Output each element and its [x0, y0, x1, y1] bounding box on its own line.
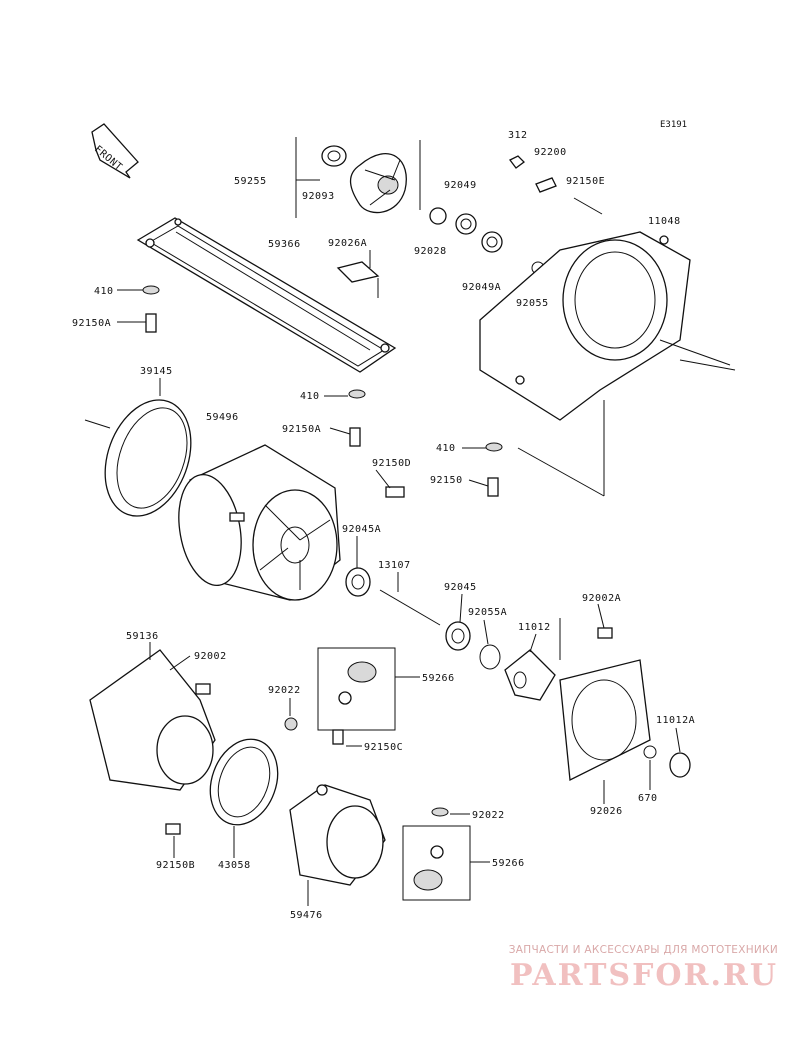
part-label: 92022 — [268, 685, 301, 696]
bolt-92150A-b — [349, 427, 361, 447]
pump-body-59496 — [178, 444, 341, 601]
part-label: 11012 — [518, 622, 551, 633]
bracket-59366 — [136, 217, 397, 373]
ring-39145 — [84, 399, 192, 517]
cap-11012A — [669, 752, 691, 778]
part-label: 92150A — [72, 318, 111, 329]
cap-11012 — [504, 649, 556, 701]
part-label: 59136 — [126, 631, 159, 642]
washer-410-c — [485, 442, 503, 452]
ball-joint-59266-b — [402, 807, 471, 901]
part-label: 59496 — [206, 412, 239, 423]
washer-92022-b — [431, 807, 449, 817]
part-label: 92093 — [302, 191, 335, 202]
bolt-92150C — [332, 729, 344, 745]
part-label: 92002 — [194, 651, 227, 662]
nut-312 — [509, 155, 525, 169]
washer-410-b — [348, 389, 366, 399]
part-label: 92200 — [534, 147, 567, 158]
bearing-92045A — [345, 567, 371, 597]
part-label: 92028 — [414, 246, 447, 257]
part-label: 92150D — [372, 458, 411, 469]
part-label: 43058 — [218, 860, 251, 871]
watermark-tagline: ЗАПЧАСТИ И АКСЕССУАРЫ ДЛЯ МОТОТЕХНИКИ — [508, 944, 778, 956]
part-label: 11012A — [656, 715, 695, 726]
part-label: 92150B — [156, 860, 195, 871]
part-label: 92002A — [582, 593, 621, 604]
part-label: 92026A — [328, 238, 367, 249]
part-label: 92022 — [472, 810, 505, 821]
part-label: 92150 — [430, 475, 463, 486]
part-label: 92049A — [462, 282, 501, 293]
part-label: 670 — [638, 793, 658, 804]
part-label: 92049 — [444, 180, 477, 191]
ball-joint-59266-a — [284, 647, 396, 745]
washer-92049-b — [481, 231, 503, 253]
diagram-code: E3191 — [660, 120, 688, 130]
impeller-group — [295, 137, 421, 218]
part-label: 92055A — [468, 607, 507, 618]
bolt-92002A — [597, 627, 613, 639]
part-label: 92150C — [364, 742, 403, 753]
o-ring-670 — [643, 745, 657, 759]
part-label: 92026 — [590, 806, 623, 817]
part-label: 92150A — [282, 424, 321, 435]
part-label: 92045 — [444, 582, 477, 593]
part-label: 312 — [508, 130, 528, 141]
front-arrow-icon: FRONT — [91, 123, 139, 179]
housing-11048 — [479, 231, 736, 421]
bolt-92150A-a — [145, 313, 157, 333]
part-label: 92055 — [516, 298, 549, 309]
plate-92200 — [535, 177, 557, 193]
part-label: 92045A — [342, 524, 381, 535]
part-label: 59366 — [268, 239, 301, 250]
part-label: 410 — [436, 443, 456, 454]
part-label: 59266 — [492, 858, 525, 869]
plate-92026A — [336, 261, 380, 283]
part-label: 59255 — [234, 176, 267, 187]
part-label: 39145 — [140, 366, 173, 377]
part-label: 92150E — [566, 176, 605, 187]
bushing-92028 — [429, 207, 447, 225]
bearing-92045 — [445, 621, 471, 651]
cover-92026 — [559, 659, 651, 782]
part-label: 410 — [94, 286, 114, 297]
part-label: 59476 — [290, 910, 323, 921]
bolt-92002 — [195, 683, 211, 695]
o-ring-92055A — [479, 644, 501, 670]
bolt-92150D — [385, 486, 405, 498]
reverse-bucket-59136 — [89, 649, 216, 791]
part-label: 59266 — [422, 673, 455, 684]
watermark-logo: PARTSFOR.RU — [510, 958, 778, 993]
ring-43058 — [209, 738, 279, 826]
washer-92049 — [455, 213, 477, 235]
part-label: 11048 — [648, 216, 681, 227]
bolt-92150 — [487, 477, 499, 497]
nozzle-59476 — [289, 784, 386, 886]
bolt-92150B — [165, 823, 181, 835]
watermark: ЗАПЧАСТИ И АКСЕССУАРЫ ДЛЯ МОТОТЕХНИКИ PA… — [509, 944, 778, 993]
washer-410-a — [142, 285, 160, 295]
part-label: 13107 — [378, 560, 411, 571]
washer-92022-a — [284, 717, 298, 731]
part-label: 410 — [300, 391, 320, 402]
